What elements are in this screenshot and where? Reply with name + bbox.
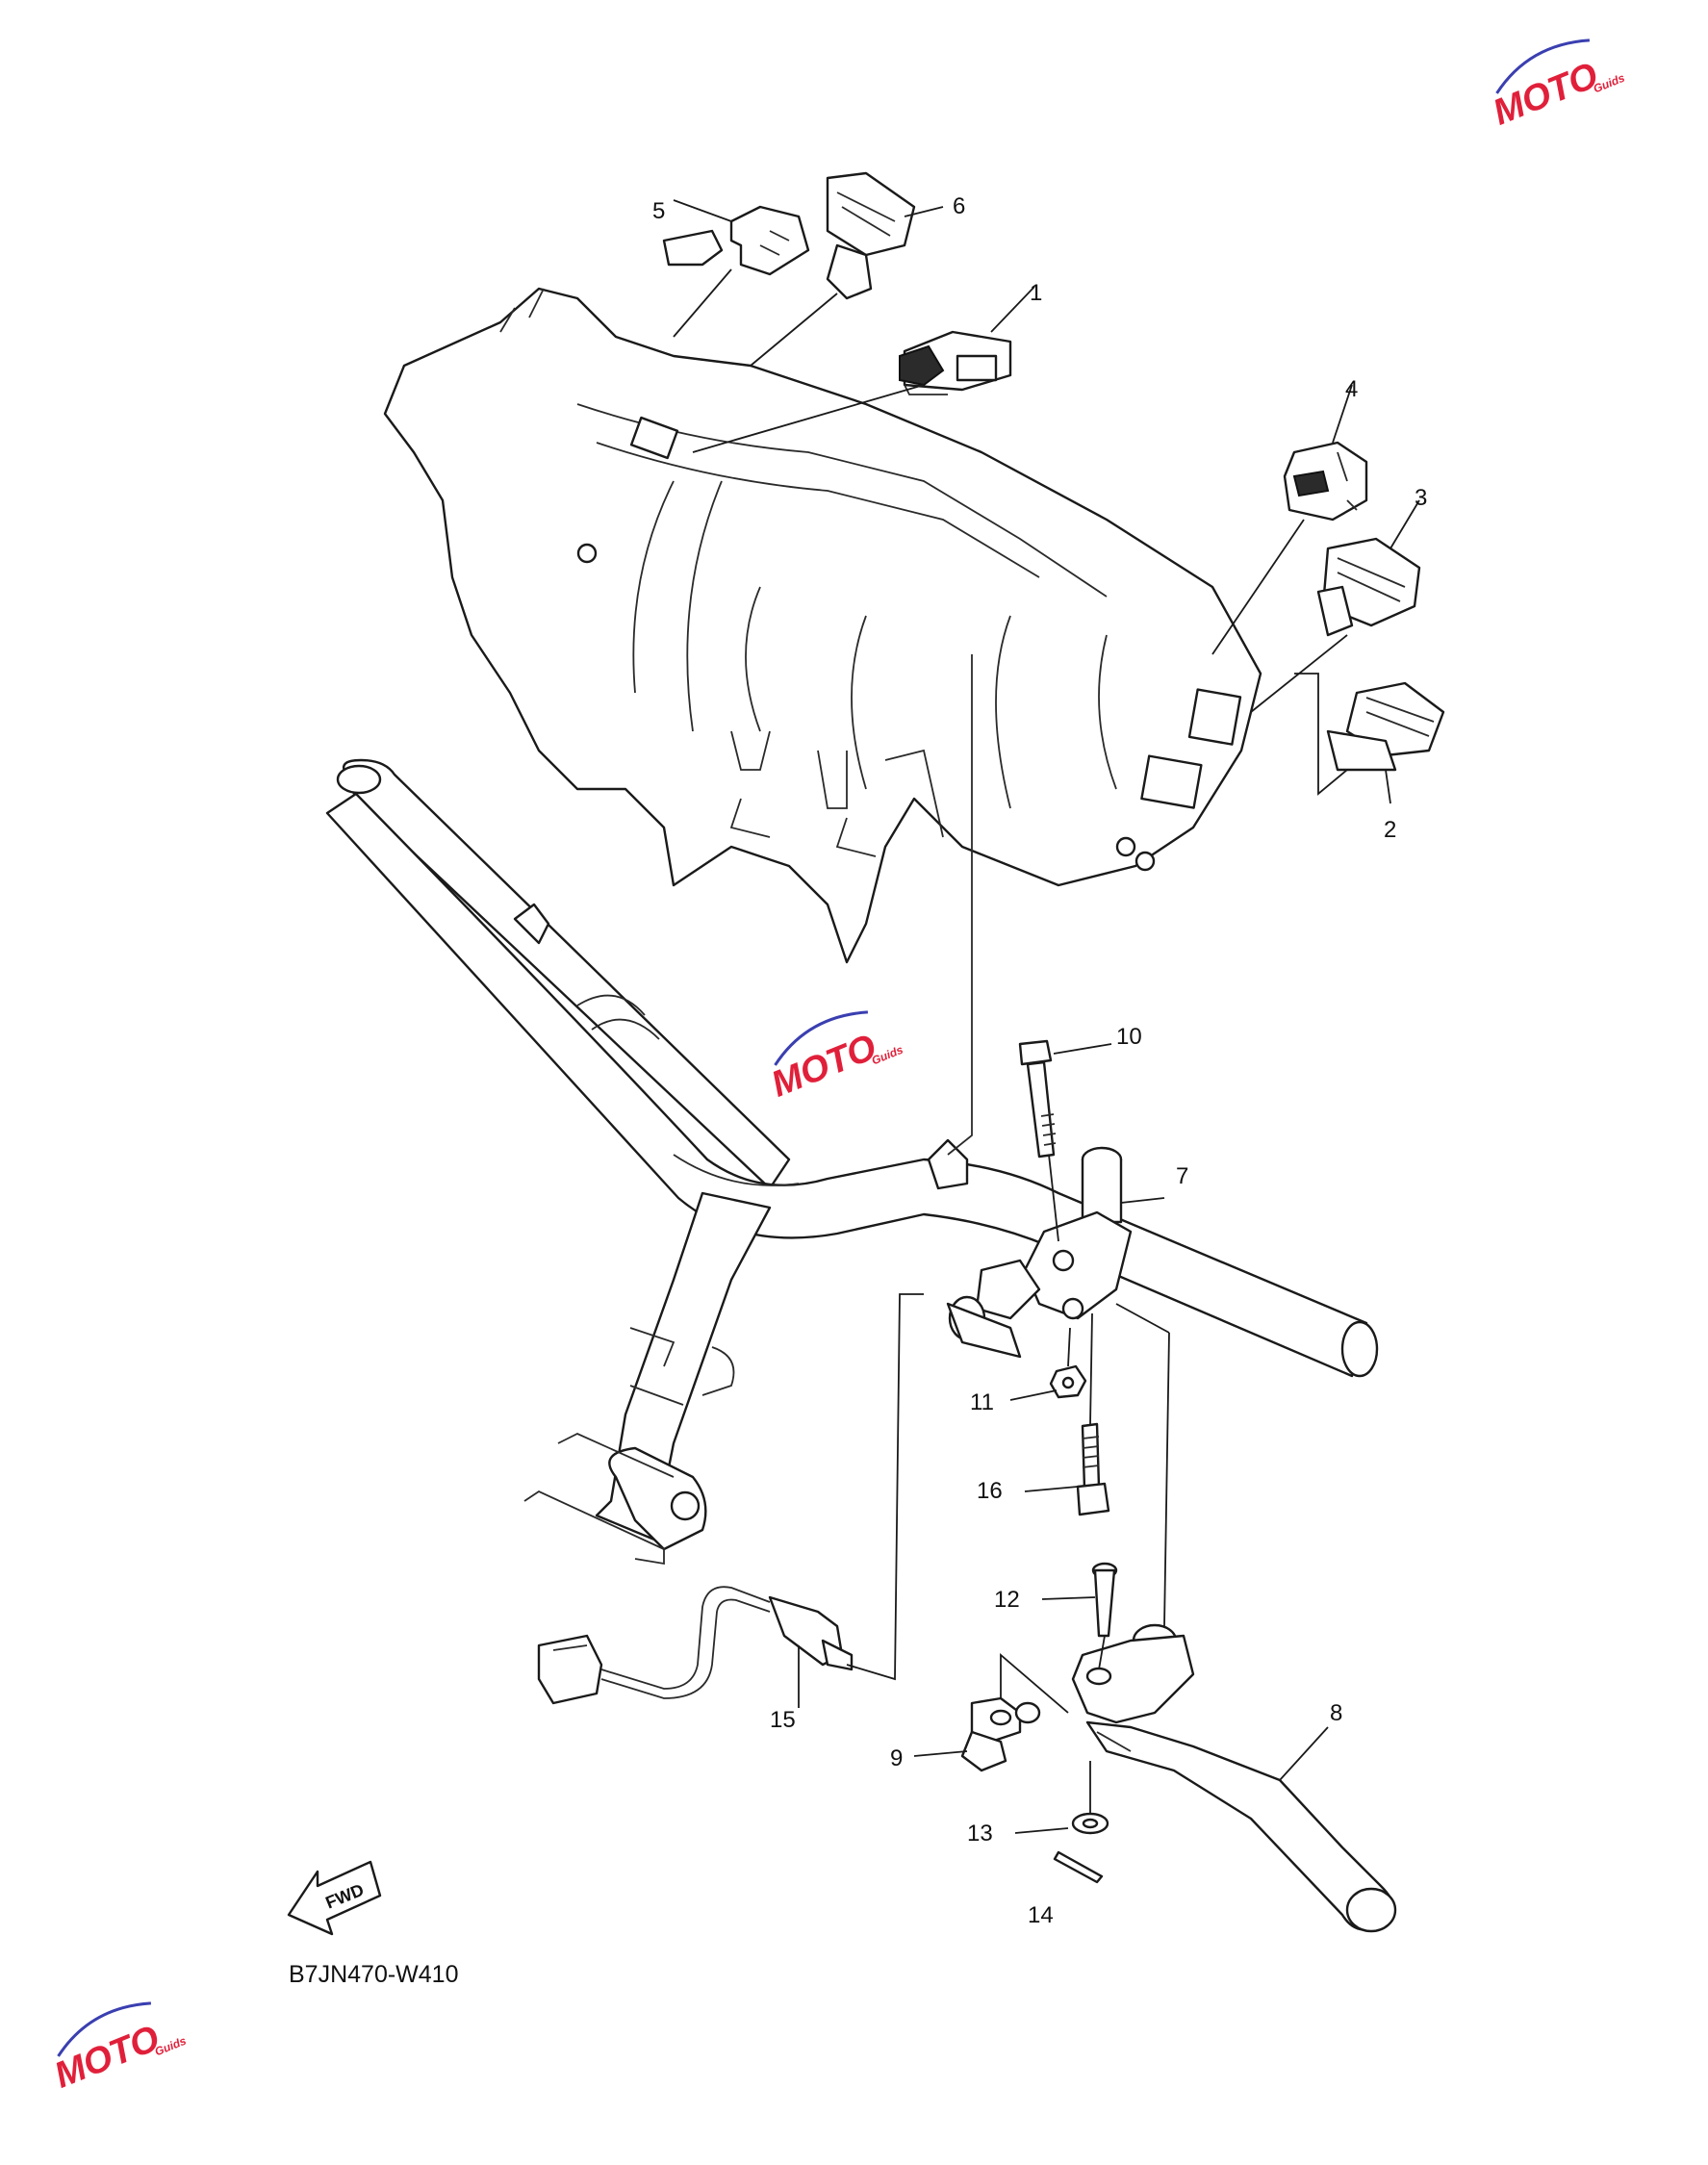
nut-11 <box>1049 1364 1087 1399</box>
svg-text:Guids: Guids <box>1592 71 1627 96</box>
switch-leaders <box>673 199 1420 804</box>
cotter-pin-14 <box>1053 1850 1104 1884</box>
callout-10: 10 <box>1116 1024 1142 1050</box>
callout-1: 1 <box>1030 280 1042 306</box>
callout-6: 6 <box>953 193 965 219</box>
callout-11: 11 <box>970 1389 994 1415</box>
svg-text:Guids: Guids <box>153 2034 189 2059</box>
clutch-switch-15 <box>537 1586 854 1705</box>
svg-text:MOTO: MOTO <box>49 2018 166 2096</box>
adjuster-9 <box>960 1696 1041 1772</box>
watermark-logo-bottom-left: MOTO Guids <box>49 2001 189 2097</box>
svg-text:Guids: Guids <box>870 1043 905 1068</box>
callout-15: 15 <box>770 1707 796 1733</box>
callout-2: 2 <box>1384 817 1396 843</box>
switch-5 <box>662 205 810 276</box>
callout-16: 16 <box>977 1478 1003 1504</box>
callout-3: 3 <box>1415 485 1427 511</box>
callout-14: 14 <box>1028 1902 1054 1928</box>
bolt-10 <box>1018 1039 1057 1159</box>
lever-bracket-7 <box>946 1146 1133 1359</box>
assembly-leaders <box>798 1043 1329 1834</box>
watermark-logo-top-right: MOTO Guids <box>1488 38 1627 134</box>
clutch-lever-8 <box>1071 1623 1397 1933</box>
diagram-code: B7JN470-W410 <box>289 1961 458 1988</box>
callout-7: 7 <box>1176 1163 1188 1189</box>
switch-4 <box>1283 441 1368 522</box>
svg-text:MOTO: MOTO <box>1488 55 1604 133</box>
callout-4: 4 <box>1345 376 1358 402</box>
callout-8: 8 <box>1330 1700 1342 1726</box>
switch-6 <box>826 171 916 300</box>
washer-13 <box>1071 1812 1109 1835</box>
callout-9: 9 <box>890 1745 903 1771</box>
callout-13: 13 <box>967 1821 993 1847</box>
bolt-16 <box>1076 1422 1110 1516</box>
pivot-bolt-12 <box>1091 1562 1118 1638</box>
switch-2 <box>1326 681 1445 772</box>
watermark-logo-center: MOTO Guids <box>766 1010 905 1106</box>
fwd-arrow: FWD <box>287 1860 382 1936</box>
svg-text:MOTO: MOTO <box>766 1027 882 1105</box>
callout-5: 5 <box>652 198 665 224</box>
switch-housing <box>383 287 1262 1156</box>
switch-1 <box>899 330 1012 395</box>
callout-12: 12 <box>994 1587 1020 1613</box>
switch-3 <box>1316 537 1421 637</box>
callouts: 1 2 3 4 5 6 7 8 9 10 11 12 13 14 15 16 <box>652 193 1427 1928</box>
